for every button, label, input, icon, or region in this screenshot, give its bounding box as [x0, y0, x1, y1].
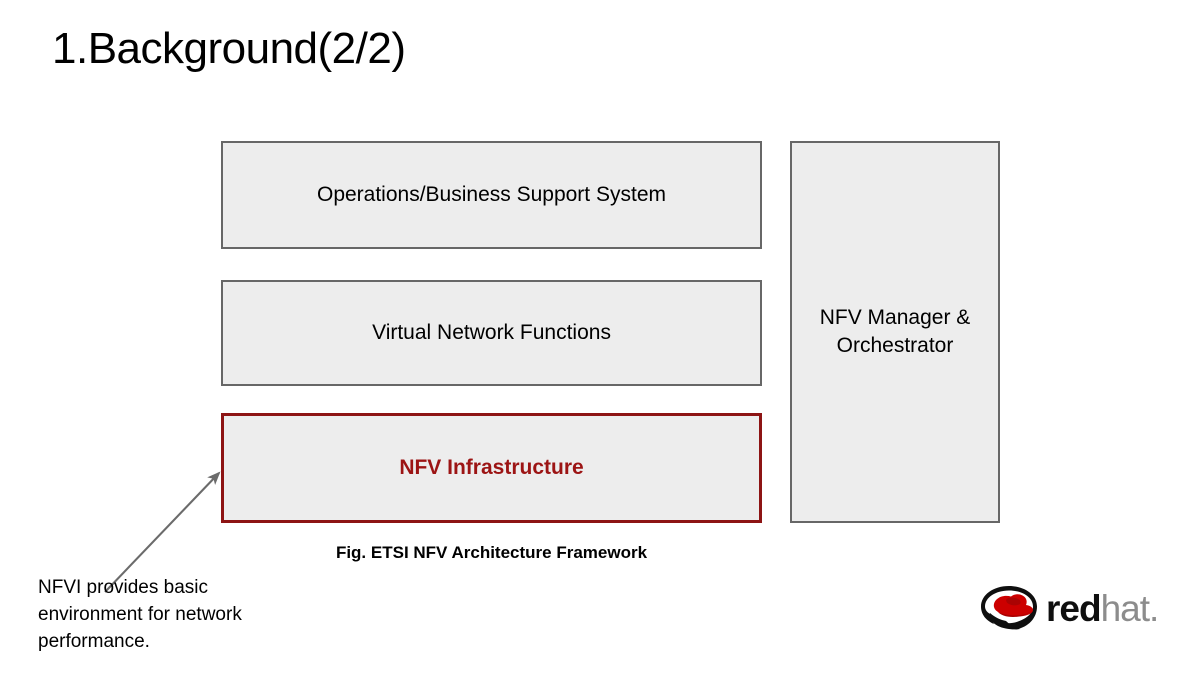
page-title: 1.Background(2/2): [52, 24, 406, 73]
arch-box-vnf: Virtual Network Functions: [221, 280, 762, 386]
annotation-line-1: NFVI provides basic: [38, 577, 209, 598]
arch-box-nfv-manager-orchestrator-label: NFV Manager & Orchestrator: [820, 304, 971, 359]
wordmark-red: red: [1046, 587, 1102, 629]
wordmark-hat: hat: [1100, 587, 1150, 629]
annotation-text: NFVI provides basic environment for netw…: [38, 575, 318, 656]
wordmark-dot: .: [1149, 587, 1159, 629]
arch-box-oss-label: Operations/Business Support System: [316, 183, 666, 207]
mano-label-line1: NFV Manager &: [819, 306, 971, 330]
redhat-shadowman-icon: [981, 586, 1037, 630]
arch-box-oss: Operations/Business Support System: [221, 141, 762, 249]
figure-caption: Fig. ETSI NFV Architecture Framework: [335, 543, 648, 562]
annotation-line-2: environment for network: [38, 603, 242, 625]
redhat-wordmark: redhat.: [1046, 587, 1159, 629]
annotation-line-3: performance.: [38, 630, 150, 652]
redhat-logo: redhat.: [978, 578, 1164, 638]
mano-label-line2: Orchestrator: [836, 334, 954, 357]
arch-box-vnf-label: Virtual Network Functions: [372, 321, 611, 345]
arch-box-nfv-infrastructure-label: NFV Infrastructure: [399, 456, 584, 480]
arch-box-nfv-manager-orchestrator: NFV Manager & Orchestrator: [790, 141, 1000, 523]
arch-box-nfv-infrastructure: NFV Infrastructure: [221, 413, 762, 523]
